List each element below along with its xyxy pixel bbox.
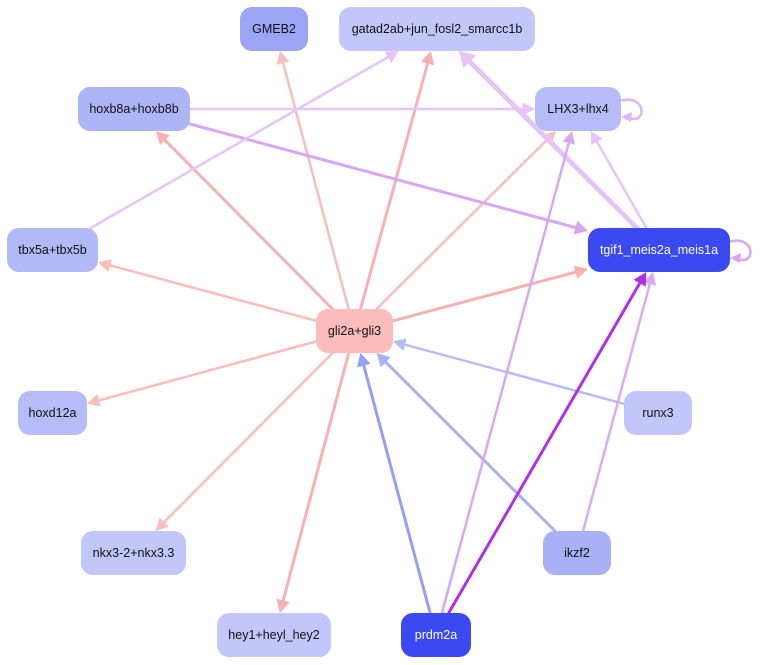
arrowhead-hoxb8-to-tgif1 (573, 220, 588, 235)
node-hoxb8[interactable]: hoxb8a+hoxb8b (78, 87, 190, 131)
node-label: hoxd12a (28, 406, 77, 420)
node-label: LHX3+lhx4 (547, 102, 609, 116)
edge-prdm2a-to-tgif1 (447, 281, 642, 615)
edge-hoxb8-to-tgif1 (188, 122, 577, 230)
edge-gli2a-to-tgif1 (391, 270, 577, 323)
arrowhead-gli2a-to-gmeb2 (276, 51, 290, 65)
node-hoxd12a[interactable]: hoxd12a (18, 391, 87, 435)
edge-gli2a-to-tbx5 (108, 264, 318, 322)
node-nkx3[interactable]: nkx3-2+nkx3.3 (81, 531, 186, 575)
self-loop-arrowhead-lhx3 (621, 112, 632, 122)
arrowhead-tgif1-to-lhx3 (590, 131, 603, 146)
self-loop-lhx3 (618, 98, 643, 121)
edge-gli2a-to-lhx3 (375, 138, 549, 311)
arrowhead-gli2a-to-nkx3 (155, 517, 169, 531)
self-loop-tgif1 (727, 239, 752, 262)
arrowhead-prdm2a-to-gli2a (357, 353, 371, 368)
node-tgif1[interactable]: tgif1_meis2a_meis1a (588, 228, 730, 272)
node-label: nkx3-2+nkx3.3 (92, 546, 175, 560)
edge-prdm2a-to-gli2a (362, 364, 432, 615)
arrowhead-tgif1-to-gatad2ab (459, 51, 477, 68)
node-label: runx3 (642, 406, 674, 420)
edge-ikzf2-to-gli2a (384, 360, 557, 533)
edge-gli2a-to-gmeb2 (281, 61, 350, 311)
node-gatad2ab[interactable]: gatad2ab+jun_fosl2_smarcc1b (339, 7, 535, 51)
node-tbx5[interactable]: tbx5a+tbx5b (7, 228, 98, 272)
arrowhead-gli2a-to-tgif1 (573, 265, 588, 279)
arrowhead-prdm2a-to-tgif1 (633, 272, 647, 287)
edge-gli2a-to-hoxb8 (163, 138, 335, 311)
node-label: hoxb8a+hoxb8b (89, 102, 179, 116)
node-label: tbx5a+tbx5b (18, 243, 87, 257)
arrowhead-gli2a-to-tbx5 (98, 259, 112, 272)
node-hey1[interactable]: hey1+heyl_hey2 (217, 613, 331, 657)
node-lhx3[interactable]: LHX3+lhx4 (535, 87, 621, 131)
node-label: gli2a+gli3 (327, 324, 382, 338)
arrowhead-gli2a-to-hoxb8 (155, 131, 170, 146)
arrowhead-gli2a-to-gatad2ab (420, 51, 435, 66)
edge-prdm2a-to-lhx3 (440, 141, 571, 615)
node-label: ikzf2 (564, 546, 590, 560)
edge-tbx5-to-gatad2ab (89, 55, 390, 230)
edge-gli2a-to-nkx3 (162, 351, 334, 524)
self-loop-arrowhead-tgif1 (730, 253, 741, 263)
arrowhead-tbx5-to-gatad2ab (384, 51, 399, 63)
edge-runx3-to-gli2a (403, 343, 626, 406)
edge-gli2a-to-hey1 (281, 351, 351, 602)
arrowhead-gli2a-to-hey1 (276, 598, 290, 613)
edge-gli2a-to-gatad2ab (359, 62, 430, 311)
node-gmeb2[interactable]: GMEB2 (240, 7, 308, 51)
node-label: GMEB2 (252, 22, 296, 36)
arrowhead-ikzf2-to-gli2a (376, 353, 391, 368)
edge-tgif1-to-gatad2ab (467, 59, 640, 231)
edge-tgif1-to-lhx3 (595, 140, 648, 230)
node-label: hey1+heyl_hey2 (228, 628, 320, 642)
edge-ikzf2-to-tgif1 (581, 282, 652, 533)
arrowhead-ikzf2-to-tgif1 (643, 272, 657, 286)
arrowhead-hoxb8-to-lhx3 (522, 102, 535, 116)
arrowhead-runx3-to-gli2a (393, 338, 407, 351)
arrowhead-gli2a-to-hoxd12a (87, 394, 101, 407)
node-prdm2a[interactable]: prdm2a (401, 613, 471, 657)
node-label: tgif1_meis2a_meis1a (599, 243, 719, 257)
arrowhead-prdm2a-to-lhx3 (562, 131, 576, 145)
edges-layer (87, 51, 752, 615)
node-label: gatad2ab+jun_fosl2_smarcc1b (351, 22, 523, 36)
node-label: prdm2a (414, 628, 458, 642)
node-gli2a[interactable]: gli2a+gli3 (316, 309, 393, 353)
node-ikzf2[interactable]: ikzf2 (543, 531, 611, 575)
edge-gli2a-to-hoxd12a (97, 340, 318, 402)
node-runx3[interactable]: runx3 (624, 391, 692, 435)
